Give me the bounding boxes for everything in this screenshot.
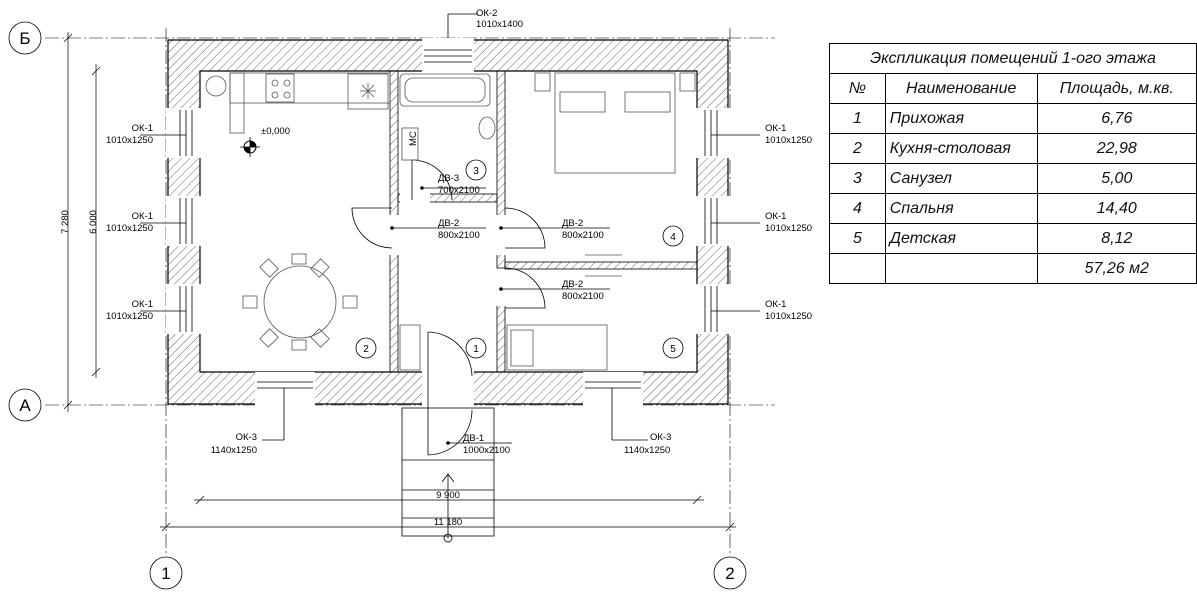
header-name: Наименование bbox=[884, 73, 1038, 104]
cell-total: 57,26 м2 bbox=[1036, 253, 1197, 284]
svg-text:ОК-1: ОК-1 bbox=[132, 211, 153, 222]
svg-text:1010х1250: 1010х1250 bbox=[106, 135, 153, 146]
axis-marker-bottom: А bbox=[8, 388, 42, 422]
cell-name: Кухня-столовая bbox=[884, 133, 1038, 164]
axis-marker-left: 1 bbox=[149, 556, 183, 590]
cell-num: 4 bbox=[829, 193, 886, 224]
cell-empty bbox=[884, 253, 1038, 284]
cell-name: Спальня bbox=[884, 193, 1038, 224]
svg-text:9 900: 9 900 bbox=[436, 490, 460, 501]
cell-area: 8,12 bbox=[1036, 223, 1197, 254]
svg-text:1010х1250: 1010х1250 bbox=[106, 223, 153, 234]
furniture bbox=[205, 72, 696, 371]
svg-text:±0,000: ±0,000 bbox=[261, 126, 290, 137]
cell-area: 22,98 bbox=[1036, 133, 1197, 164]
explication-table-container: Экспликация помещений 1-ого этажа № Наим… bbox=[829, 43, 1197, 284]
svg-text:3: 3 bbox=[473, 166, 479, 177]
svg-text:2: 2 bbox=[725, 564, 734, 583]
doors bbox=[351, 159, 546, 456]
cell-empty bbox=[829, 253, 886, 284]
cell-name: Детская bbox=[884, 223, 1038, 254]
svg-text:11 180: 11 180 bbox=[434, 517, 462, 528]
svg-text:ДВ-3: ДВ-3 bbox=[438, 173, 459, 184]
svg-text:ОК-1: ОК-1 bbox=[132, 123, 153, 134]
svg-text:700х2100: 700х2100 bbox=[438, 185, 480, 196]
wc-label: МС bbox=[408, 131, 419, 146]
explication-table: Экспликация помещений 1-ого этажа № Наим… bbox=[829, 43, 1197, 284]
svg-text:ДВ-1: ДВ-1 bbox=[463, 433, 484, 444]
axis-marker-top: Б bbox=[8, 21, 42, 55]
svg-text:ОК-3: ОК-3 bbox=[650, 432, 671, 443]
svg-text:800х2100: 800х2100 bbox=[438, 230, 480, 241]
room-numbers: 1 2 3 4 5 bbox=[355, 159, 684, 359]
dimension-lines: 7 280 6 000 9 900 11 180 bbox=[60, 32, 736, 532]
svg-text:800х2100: 800х2100 bbox=[562, 230, 604, 241]
svg-text:1010х1250: 1010х1250 bbox=[765, 223, 812, 234]
svg-text:ДВ-2: ДВ-2 bbox=[562, 279, 583, 290]
floor-plan-drawing: Б А 1 2 bbox=[8, 8, 812, 590]
cell-area: 14,40 bbox=[1036, 193, 1197, 224]
svg-text:ДВ-2: ДВ-2 bbox=[438, 218, 459, 229]
door-labels: ДВ-2 800х2100 ДВ-2 800х2100 ДВ-2 800х210… bbox=[390, 173, 610, 456]
svg-text:7 280: 7 280 bbox=[60, 210, 71, 234]
cell-area: 6,76 bbox=[1036, 103, 1197, 134]
header-num: № bbox=[829, 73, 886, 104]
svg-text:1000х2100: 1000х2100 bbox=[463, 445, 510, 456]
window-labels: ОК-2 1010х1400 ОК-1 1010х1250 ОК-1 1010х… bbox=[106, 8, 812, 456]
svg-text:1: 1 bbox=[161, 564, 170, 583]
table-row: 1 Прихожая 6,76 bbox=[829, 103, 1197, 134]
header-area: Площадь, м.кв. bbox=[1036, 73, 1197, 104]
cell-num: 2 bbox=[829, 133, 886, 164]
svg-text:Б: Б bbox=[19, 29, 30, 48]
svg-text:1010х1250: 1010х1250 bbox=[765, 311, 812, 322]
svg-text:ОК-1: ОК-1 bbox=[765, 299, 786, 310]
svg-text:4: 4 bbox=[670, 232, 676, 243]
svg-text:А: А bbox=[19, 396, 31, 415]
table-row: 4 Спальня 14,40 bbox=[829, 193, 1197, 224]
cell-num: 5 bbox=[829, 223, 886, 254]
svg-text:1140х1250: 1140х1250 bbox=[211, 445, 257, 456]
svg-text:1010х1250: 1010х1250 bbox=[765, 135, 812, 146]
svg-text:800х2100: 800х2100 bbox=[562, 291, 604, 302]
svg-text:6 000: 6 000 bbox=[88, 210, 99, 234]
table-row: 2 Кухня-столовая 22,98 bbox=[829, 133, 1197, 164]
svg-text:ОК-1: ОК-1 bbox=[765, 123, 786, 134]
entrance-steps bbox=[401, 407, 495, 543]
axis-lines bbox=[45, 28, 775, 555]
cell-name: Санузел bbox=[884, 163, 1038, 194]
axis-marker-right: 2 bbox=[713, 556, 747, 590]
svg-text:ОК-1: ОК-1 bbox=[132, 299, 153, 310]
table-header-row: № Наименование Площадь, м.кв. bbox=[829, 73, 1197, 104]
cell-area: 5,00 bbox=[1036, 163, 1197, 194]
svg-text:1010х1250: 1010х1250 bbox=[106, 311, 153, 322]
svg-text:ДВ-2: ДВ-2 bbox=[562, 218, 583, 229]
table-total-row: 57,26 м2 bbox=[829, 253, 1197, 284]
table-row: 5 Детская 8,12 bbox=[829, 223, 1197, 254]
svg-text:1140х1250: 1140х1250 bbox=[624, 445, 670, 456]
cell-num: 3 bbox=[829, 163, 886, 194]
svg-text:1010х1400: 1010х1400 bbox=[476, 19, 523, 30]
table-title: Экспликация помещений 1-ого этажа bbox=[829, 43, 1197, 74]
svg-text:2: 2 bbox=[363, 344, 369, 355]
window-openings bbox=[166, 38, 731, 406]
level-mark: ±0,000 bbox=[240, 126, 290, 157]
svg-text:ОК-1: ОК-1 bbox=[765, 211, 786, 222]
svg-text:5: 5 bbox=[670, 344, 676, 355]
cell-name: Прихожая bbox=[884, 103, 1038, 134]
cell-num: 1 bbox=[829, 103, 886, 134]
table-row: 3 Санузел 5,00 bbox=[829, 163, 1197, 194]
svg-text:ОК-2: ОК-2 bbox=[476, 8, 497, 19]
svg-text:1: 1 bbox=[473, 344, 479, 355]
svg-text:ОК-3: ОК-3 bbox=[236, 432, 257, 443]
